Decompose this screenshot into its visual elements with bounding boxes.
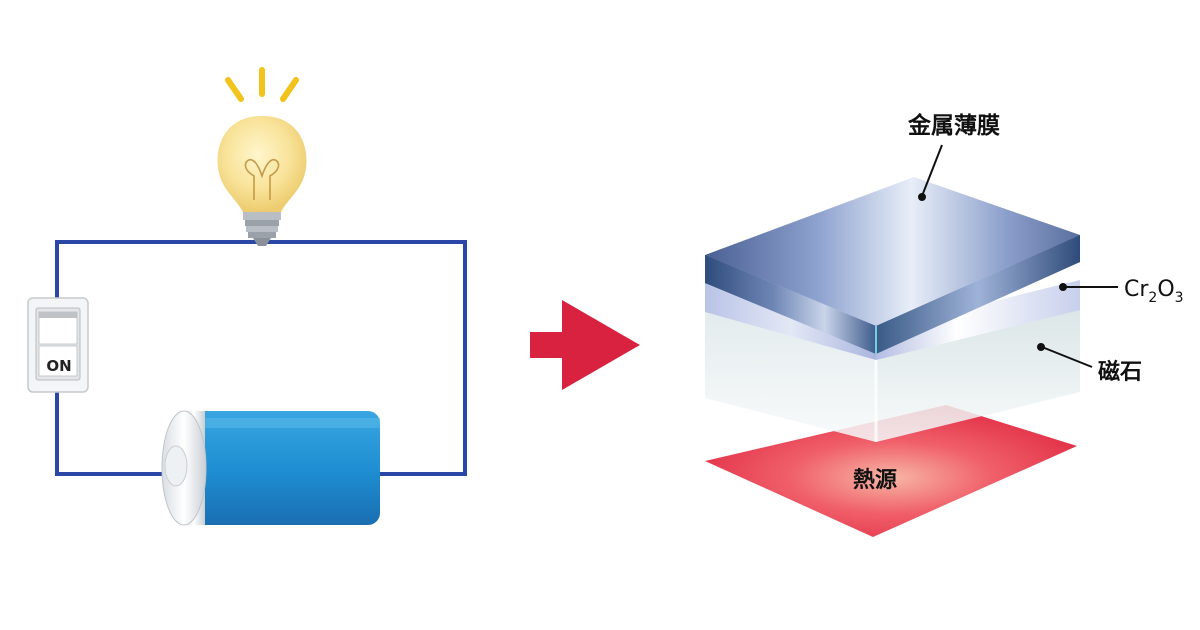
battery-icon [161, 410, 380, 526]
metal-film-label: 金属薄膜 [908, 113, 1000, 139]
magnet-layer [705, 306, 1080, 442]
heat-source-label: 熱源 [853, 468, 898, 493]
magnet-label: 磁石 [1098, 360, 1143, 385]
leader-lines [918, 144, 1118, 368]
lightbulb-icon [217, 116, 307, 246]
switch-icon [27, 297, 89, 393]
oxide-layer [705, 280, 1080, 360]
circuit-wire [55, 240, 467, 476]
heat-source [705, 405, 1077, 537]
oxide-label: Cr2O3 [1124, 277, 1184, 306]
light-rays-icon [225, 67, 299, 102]
arrow-right-icon [530, 300, 640, 390]
switch-on-label: ON [46, 357, 72, 375]
metal-film-layer [705, 177, 1080, 354]
